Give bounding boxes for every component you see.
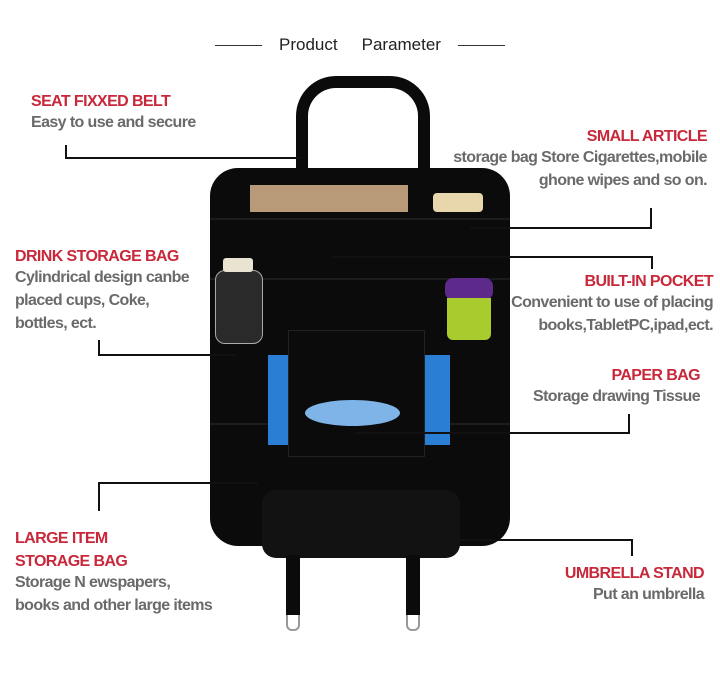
feature-heading: UMBRELLA STAND bbox=[564, 565, 705, 582]
handle-strap bbox=[296, 76, 430, 198]
feature-paper-bag: PAPER BAG Storage drawing Tissue bbox=[533, 367, 701, 408]
feature-small-article: SMALL ARTICLE storage bag Store Cigarett… bbox=[453, 128, 707, 192]
tissue-pack bbox=[420, 355, 450, 445]
feature-text: Cylindrical design canbe bbox=[15, 269, 190, 286]
umbrella-roll bbox=[262, 490, 460, 558]
feature-heading: SEAT FIXXED BELT bbox=[31, 93, 171, 110]
title-word: Product bbox=[279, 35, 338, 54]
divider bbox=[215, 45, 262, 46]
hook-icon bbox=[406, 615, 420, 631]
feature-text: bottles, ect. bbox=[15, 315, 97, 332]
page-title: Product Parameter bbox=[0, 35, 720, 55]
feature-seat-belt: SEAT FIXXED BELT Easy to use and secure bbox=[31, 93, 196, 134]
feature-heading: STORAGE BAG bbox=[15, 553, 128, 570]
feature-built-in-pocket: BUILT-IN POCKET Convenient to use of pla… bbox=[511, 273, 713, 337]
cup bbox=[447, 298, 491, 340]
feature-text: Easy to use and secure bbox=[31, 114, 196, 131]
feature-text: Storage N ewspapers, bbox=[15, 574, 171, 591]
feature-umbrella-stand: UMBRELLA STAND Put an umbrella bbox=[564, 565, 705, 606]
feature-text: Convenient to use of placing bbox=[511, 294, 713, 311]
feature-drink-storage: DRINK STORAGE BAG Cylindrical design can… bbox=[15, 248, 190, 335]
bottle bbox=[215, 270, 263, 344]
feature-heading: SMALL ARTICLE bbox=[586, 128, 708, 145]
feature-text: ghone wipes and so on. bbox=[538, 172, 708, 189]
feature-text: storage bag Store Cigarettes,mobile bbox=[453, 149, 707, 166]
feature-heading: PAPER BAG bbox=[611, 367, 700, 384]
phone bbox=[433, 193, 483, 212]
feature-text: books,TabletPC,ipad,ect. bbox=[538, 317, 713, 334]
feature-text: Put an umbrella bbox=[592, 586, 705, 603]
cup-lid bbox=[445, 278, 493, 300]
tissue-opening bbox=[305, 400, 400, 426]
tissue-box bbox=[288, 330, 425, 457]
feature-text: books and other large items bbox=[15, 597, 213, 614]
bottom-strap bbox=[406, 555, 420, 615]
feature-large-item: LARGE ITEM STORAGE BAG Storage N ewspape… bbox=[15, 530, 213, 617]
title-word: Parameter bbox=[361, 35, 441, 54]
book bbox=[250, 185, 408, 212]
feature-heading: LARGE ITEM bbox=[15, 530, 108, 547]
feature-heading: DRINK STORAGE BAG bbox=[15, 248, 179, 265]
feature-text: placed cups, Coke, bbox=[15, 292, 150, 309]
bottom-strap bbox=[286, 555, 300, 615]
hook-icon bbox=[286, 615, 300, 631]
feature-heading: BUILT-IN POCKET bbox=[584, 273, 714, 290]
divider bbox=[458, 45, 505, 46]
feature-text: Storage drawing Tissue bbox=[533, 388, 701, 405]
bottle-cap bbox=[223, 258, 253, 272]
